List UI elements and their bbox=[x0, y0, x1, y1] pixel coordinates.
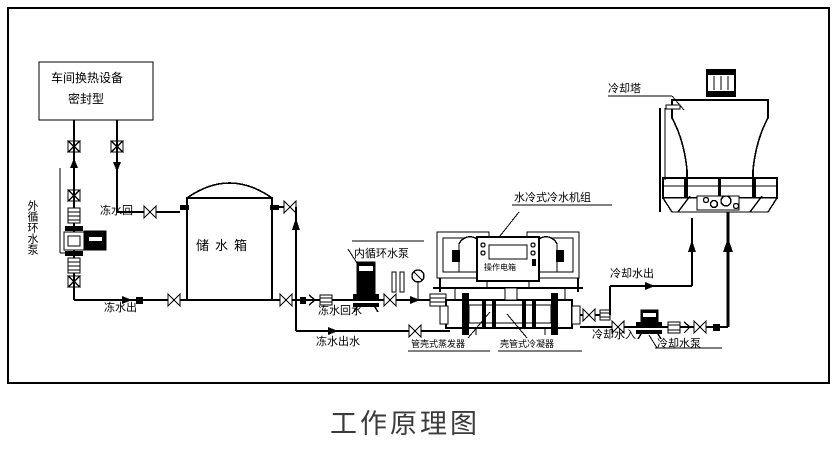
chilled-return-top-label: 冻水回 bbox=[100, 204, 133, 217]
workshop-box-label-line2: 密封型 bbox=[68, 92, 105, 106]
control-panel-label: 操作电箱 bbox=[484, 263, 516, 272]
internal-circulation-pump-label: 内循环水泵 bbox=[354, 247, 409, 260]
cooling-water-pump-label: 冷却水泵 bbox=[657, 337, 701, 350]
evaporator-label: 管壳式蒸发器 bbox=[411, 340, 466, 350]
chilled-return-water-label: 冻水回水 bbox=[318, 304, 362, 317]
chilled-supply-water-label: 冻水出水 bbox=[316, 335, 360, 348]
chiller-unit-label: 水冷式冷水机组 bbox=[514, 191, 591, 204]
external-circulation-pump-label: 外循环水泵 bbox=[26, 200, 39, 255]
page-title: 工作原理图 bbox=[330, 409, 480, 440]
chilled-supply-top-label: 冻水出 bbox=[104, 301, 137, 314]
water-tank-shape bbox=[186, 197, 273, 301]
water-tank-label: 储水箱 bbox=[196, 239, 254, 254]
cooling-tower-label: 冷却塔 bbox=[608, 82, 641, 95]
workshop-box-shape bbox=[38, 61, 154, 121]
outer-frame bbox=[7, 7, 830, 384]
cooling-water-in-label: 冷却水入 bbox=[592, 328, 636, 341]
cooling-water-out-label: 冷却水出 bbox=[610, 267, 654, 280]
condenser-label: 壳管式冷凝器 bbox=[500, 340, 555, 350]
workshop-box-label-line1: 车间换热设备 bbox=[51, 71, 124, 85]
